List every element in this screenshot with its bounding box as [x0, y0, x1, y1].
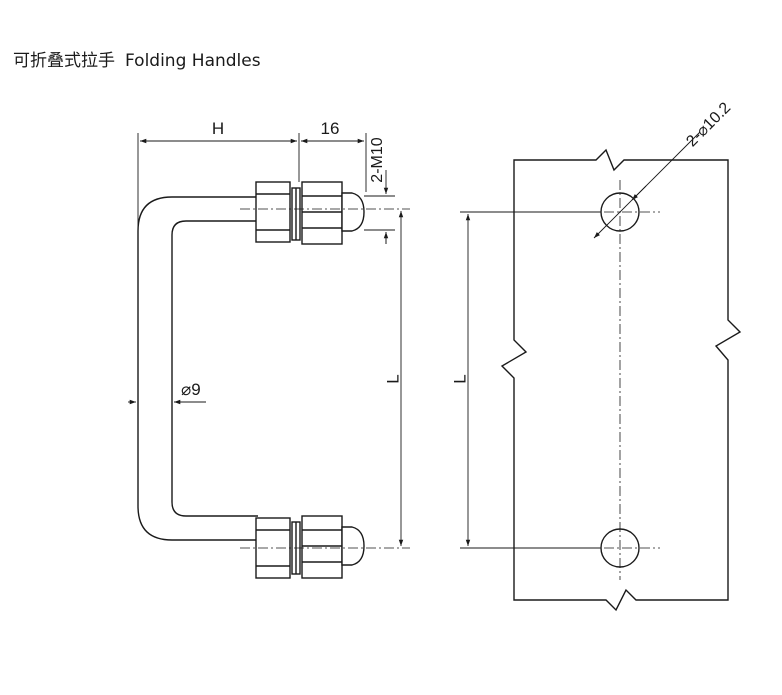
dim-l-handle-label: L	[383, 374, 402, 383]
dim-holes-group	[593, 131, 701, 239]
dim-l-holes-group	[460, 211, 600, 549]
dim-holes-label: 2-⌀10.2	[683, 99, 734, 150]
plate-outline	[500, 148, 742, 612]
page-title: 可折叠式拉手 Folding Handles	[13, 46, 261, 71]
dim-h-group	[137, 133, 367, 230]
handle-rod-inner	[171, 220, 258, 517]
dim-thread-label: 2-M10	[369, 137, 386, 182]
dim-l-holes-label: L	[450, 374, 469, 383]
plate-centerlines	[586, 180, 660, 580]
top-fastener	[255, 181, 365, 245]
dim-16-label: 16	[321, 119, 340, 138]
handle-centerlines	[240, 208, 410, 549]
dim-l-handle-bg	[386, 368, 400, 390]
dim-l-holes-bg	[453, 368, 467, 390]
handle-side-view	[137, 181, 365, 579]
title-chinese: 可折叠式拉手	[13, 51, 115, 71]
dim-h-label: H	[212, 119, 224, 138]
dim-thread-group	[364, 170, 395, 244]
mounting-plate	[500, 148, 742, 612]
dim-dia-label: ⌀9	[181, 380, 201, 399]
bottom-fastener	[255, 515, 365, 579]
handle-rod-outer	[137, 196, 258, 541]
title-english: Folding Handles	[125, 51, 261, 71]
